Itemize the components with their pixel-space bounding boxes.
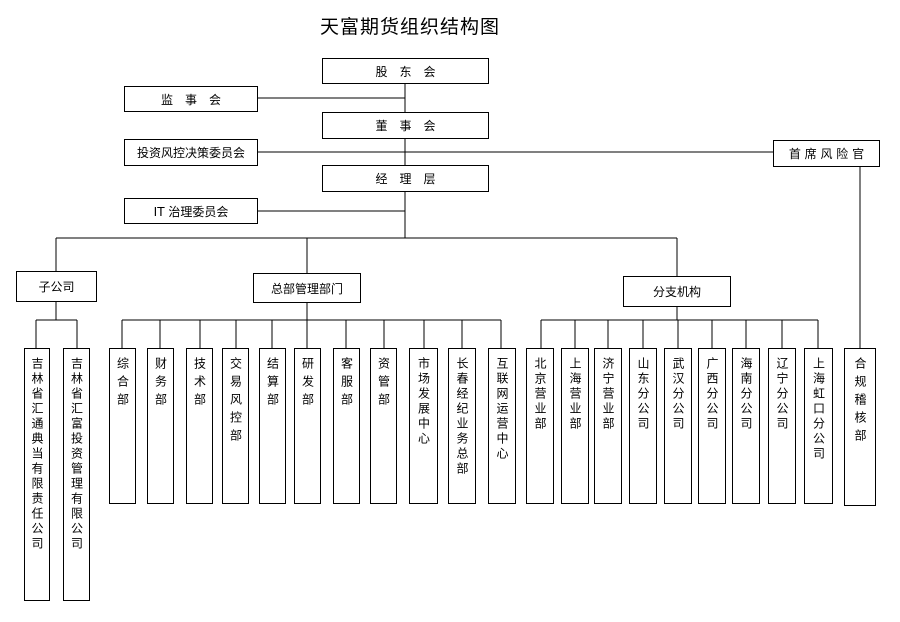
hq-dept-box: 结算部 <box>259 348 286 504</box>
shareholders-label: 股 东 会 <box>375 64 436 79</box>
branch-box: 济宁营业部 <box>594 348 622 504</box>
hq-dept-box: 技术部 <box>186 348 213 504</box>
hq-group-box: 总部管理部门 <box>253 273 361 303</box>
hq-dept-label: 综合部 <box>115 357 130 411</box>
hq-dept-label: 研发部 <box>300 357 315 411</box>
branch-group-label: 分支机构 <box>652 285 701 299</box>
risk-committee-box: 投资风控决策委员会 <box>124 139 258 166</box>
hq-dept-box: 财务部 <box>147 348 174 504</box>
shareholders-box: 股 东 会 <box>322 58 489 84</box>
hq-dept-box: 市场发展中心 <box>409 348 438 504</box>
branch-box: 北京营业部 <box>526 348 554 504</box>
hq-dept-label: 结算部 <box>265 357 280 411</box>
branch-label: 辽宁分公司 <box>775 357 789 432</box>
chart-title: 天富期货组织结构图 <box>319 16 500 38</box>
chief-risk-officer-box: 首 席 风 险 官 <box>773 140 880 167</box>
hq-dept-label: 长春经纪业务总部 <box>455 357 469 477</box>
hq-dept-label: 交易风控部 <box>228 357 243 447</box>
hq-dept-box: 资管部 <box>370 348 397 504</box>
branch-box: 上海虹口分公司 <box>804 348 833 504</box>
hq-dept-box: 互联网运营中心 <box>488 348 516 504</box>
branch-label: 上海虹口分公司 <box>811 357 826 462</box>
management-label: 经 理 层 <box>375 172 436 186</box>
branch-label: 山东分公司 <box>636 357 650 432</box>
chief-risk-officer-label: 首 席 风 险 官 <box>788 147 865 161</box>
hq-dept-label: 市场发展中心 <box>416 357 431 447</box>
compliance-label: 合规稽核部 <box>853 357 867 447</box>
subsidiary-label: 吉林省汇通典当有限责任公司 <box>30 357 44 552</box>
hq-dept-label: 互联网运营中心 <box>495 357 509 462</box>
branch-label: 济宁营业部 <box>601 357 615 432</box>
branch-box: 辽宁分公司 <box>768 348 796 504</box>
compliance-box: 合规稽核部 <box>844 348 876 506</box>
hq-dept-label: 客服部 <box>339 357 354 411</box>
hq-dept-label: 资管部 <box>376 357 391 411</box>
subsidiary-label: 吉林省汇富投资管理有限公司 <box>69 357 84 552</box>
risk-committee-label: 投资风控决策委员会 <box>136 146 245 160</box>
subsidiary-group-box: 子公司 <box>16 271 97 302</box>
supervisors-box: 监 事 会 <box>124 86 258 112</box>
hq-dept-label: 财务部 <box>153 357 168 411</box>
branch-box: 广西分公司 <box>698 348 726 504</box>
branch-label: 上海营业部 <box>568 357 582 432</box>
branch-box: 海南分公司 <box>732 348 760 504</box>
subsidiary-box: 吉林省汇通典当有限责任公司 <box>24 348 50 601</box>
subsidiary-box: 吉林省汇富投资管理有限公司 <box>63 348 90 601</box>
branch-box: 上海营业部 <box>561 348 589 504</box>
hq-dept-label: 技术部 <box>192 357 207 411</box>
hq-dept-box: 研发部 <box>294 348 321 504</box>
it-committee-box: IT 治理委员会 <box>124 198 258 224</box>
hq-dept-box: 交易风控部 <box>222 348 249 504</box>
branch-box: 武汉分公司 <box>664 348 692 504</box>
branch-box: 山东分公司 <box>629 348 657 504</box>
it-committee-label: IT 治理委员会 <box>153 204 229 219</box>
management-box: 经 理 层 <box>322 165 489 192</box>
subsidiary-group-label: 子公司 <box>38 280 75 294</box>
board-label: 董 事 会 <box>375 119 436 133</box>
board-box: 董 事 会 <box>322 112 489 139</box>
hq-dept-box: 长春经纪业务总部 <box>448 348 476 504</box>
hq-group-label: 总部管理部门 <box>270 281 343 296</box>
branch-label: 武汉分公司 <box>671 357 685 432</box>
hq-dept-box: 综合部 <box>109 348 136 504</box>
supervisors-label: 监 事 会 <box>160 92 221 107</box>
branch-label: 北京营业部 <box>533 357 547 432</box>
branch-group-box: 分支机构 <box>623 276 731 307</box>
hq-dept-box: 客服部 <box>333 348 360 504</box>
branch-label: 海南分公司 <box>739 357 753 432</box>
branch-label: 广西分公司 <box>705 357 719 432</box>
